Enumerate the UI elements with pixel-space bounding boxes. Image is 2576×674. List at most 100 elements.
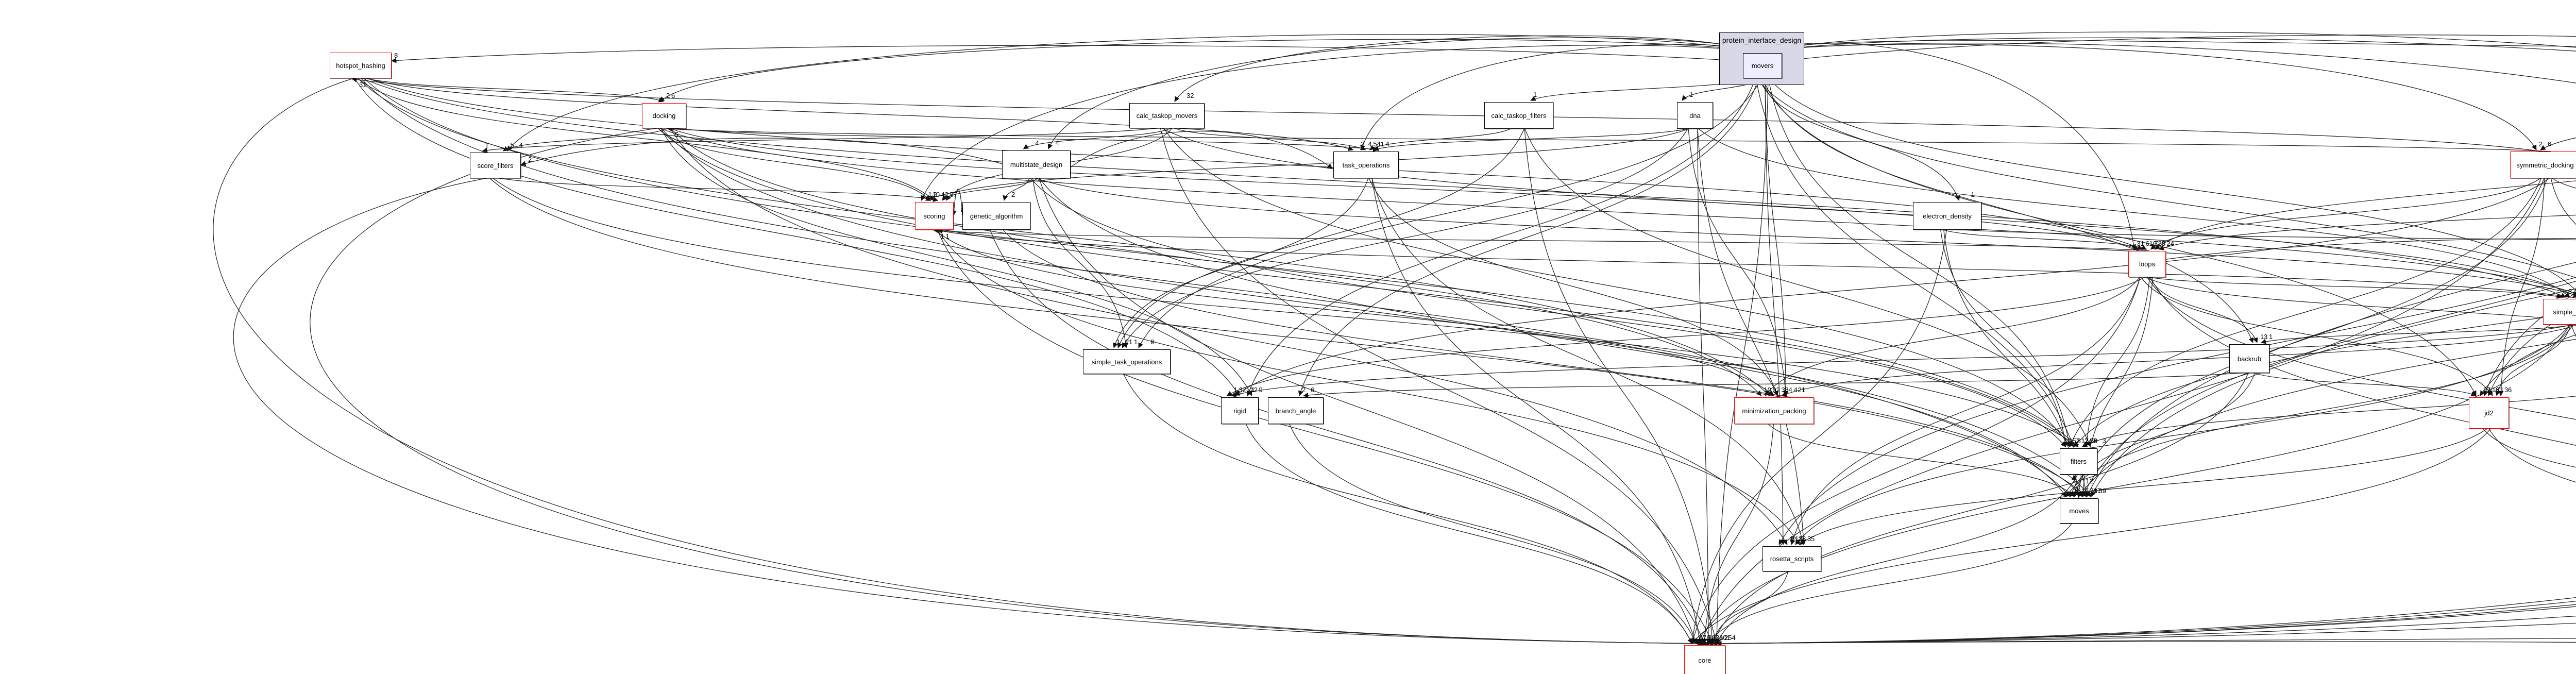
graph-node-filters[interactable]: filters: [2060, 448, 2097, 475]
edge-label-abinitio-to-jd2: 7: [2487, 386, 2490, 394]
edge-topology_broker-to-core: [1712, 600, 2576, 647]
edge-loops-to-evaluation: [2149, 276, 2576, 446]
edge-label-multistate_design-to-genetic_algorithm: 2: [1011, 191, 1015, 198]
edge-docking-to-scoring: [657, 127, 930, 201]
edge-minimization_packing-to-core: [1702, 423, 1774, 644]
edge-label-dna-to-scoring: 1: [928, 191, 932, 198]
edge-label-hotspot_hashing-to-docking: 2: [666, 92, 670, 99]
edge-multistate_design-to-score_filters: [520, 138, 1003, 166]
edge-loops-to-jobdist: [2146, 276, 2576, 420]
graph-node-task_operations[interactable]: task_operations: [1333, 151, 1399, 178]
edge-label-symmetric_docking-to-loops: 28: [2158, 240, 2165, 247]
graph-node-calc_taskop_filters[interactable]: calc_taskop_filters: [1484, 102, 1553, 129]
edge-label-movers-to-minimization_packing: 21: [1798, 386, 1805, 394]
edge-label-movers-to-task_operations: 5: [1374, 140, 1377, 148]
edge-label-movers-to-branch_angle: 2: [1302, 386, 1306, 394]
edge-label-hotspot_hashing-to-simple_moves: 3: [2568, 288, 2572, 295]
graph-node-jd2[interactable]: jd2: [2469, 397, 2509, 429]
graph-node-minimization_packing[interactable]: minimization_packing: [1734, 397, 1814, 424]
graph-node-movers[interactable]: movers: [1743, 53, 1782, 78]
graph-node-loops[interactable]: loops: [2128, 251, 2166, 277]
graph-node-calc_taskop_movers[interactable]: calc_taskop_movers: [1129, 103, 1205, 128]
edge-dna-to-simple_moves: [1697, 127, 2570, 298]
edge-docking-to-rosetta_scripts: [669, 127, 1788, 545]
edge-label-comparative_modeling-to-jd2: 13: [2492, 386, 2499, 394]
edge-calc_taskop_filters-to-filters: [1524, 127, 2091, 447]
edge-rosetta_scripts-to-core: [1711, 570, 1789, 644]
edge-symmetric_docking-to-simple_filters: [2550, 177, 2576, 225]
edge-label-movers-to-moves: 39: [2099, 487, 2106, 495]
edge-label-multistate_design-to-simple_task_operations: 1: [1129, 338, 1132, 346]
edge-label-calc_taskop_movers-to-score_filters: 1: [485, 141, 489, 149]
edge-label-hotspot_hashing-to-rigid: 1: [1251, 386, 1255, 394]
edge-docking-to-moves: [660, 127, 2092, 497]
edge-label-simple_filters-to-filters: 249: [2085, 437, 2096, 445]
edge-rigid-to-core: [1245, 423, 1692, 644]
edge-label-movers-to-simple_task_operations: 9: [1150, 338, 1154, 346]
graph-node-genetic_algorithm[interactable]: genetic_algorithm: [962, 202, 1030, 230]
graph-node-hotspot_hashing[interactable]: hotspot_hashing: [330, 53, 392, 78]
edge-genetic_algorithm-to-moves: [1002, 228, 2083, 497]
graph-node-docking[interactable]: docking: [642, 103, 686, 128]
edge-multistate_design-to-simple_moves: [1032, 177, 2576, 296]
graph-node-dna[interactable]: dna: [1677, 102, 1713, 129]
edge-hotspot_hashing-to-docking: [363, 77, 664, 103]
edge-movers-to-symmetry: [1755, 43, 2576, 83]
edge-symmetric_docking-to-rigid: [1234, 177, 2551, 396]
graph-node-rosetta_scripts[interactable]: rosetta_scripts: [1762, 546, 1821, 571]
edge-label-backrub-to-jd2: 1: [2488, 386, 2492, 394]
edge-label-dna-to-rosetta_scripts: 5: [1811, 535, 1815, 543]
edge-multistate_design-to-simple_task_operations: [1032, 177, 1128, 348]
edge-label-docking-to-loops: 6: [2146, 240, 2149, 247]
graph-node-core[interactable]: core: [1684, 645, 1725, 674]
graph-node-electron_density[interactable]: electron_density: [1913, 202, 1981, 230]
edge-topology_broker-to-moves: [2090, 288, 2576, 497]
graph-node-multistate_design[interactable]: multistate_design: [1002, 150, 1071, 178]
edge-label-movers-to-electron_density: 1: [1971, 191, 1975, 198]
edge-label-loops-to-filters: 8: [2094, 437, 2097, 445]
edge-score_filters-to-scoring: [495, 177, 939, 202]
edge-label-docking-to-score_filters: 5: [511, 141, 514, 149]
edge-label-calc_taskop_movers-to-filters: 8: [2077, 437, 2081, 445]
edge-docking-to-simple_moves: [657, 127, 2576, 294]
edge-label-movers-to-backrub: 1: [2260, 333, 2264, 341]
edge-abinitio-to-core: [1708, 597, 2576, 647]
edge-label-movers-to-dna: 1: [1689, 91, 1693, 98]
edge-forge-to-core: [1716, 604, 2576, 647]
edge-genetic_algorithm-to-core: [989, 228, 1705, 644]
graph-node-symmetric_docking[interactable]: symmetric_docking: [2510, 151, 2576, 178]
edge-multistate_design-to-filters: [1029, 177, 2066, 447]
edge-calc_taskop_movers-to-simple_moves: [1160, 127, 2576, 298]
edge-symmetric_docking-to-filters: [2069, 177, 2542, 447]
edge-movers-to-minimization_packing: [1765, 77, 1789, 396]
edge-label-docking-to-scoring: 10: [933, 191, 940, 198]
edge-label-simple_moves-to-minimization_packing: 4: [1794, 386, 1798, 394]
graph-node-simple_moves[interactable]: simple_moves: [2543, 299, 2576, 325]
edge-loops-to-simple_filters: [2143, 276, 2576, 321]
graph-node-rigid[interactable]: rigid: [1221, 397, 1259, 424]
graph-node-backrub[interactable]: backrub: [2229, 344, 2269, 373]
edge-label-forge-to-loops: 24: [2167, 240, 2174, 247]
edge-label-movers-to-docking: 6: [671, 92, 675, 99]
edge-label-movers-to-multistate_design: 4: [1056, 139, 1059, 147]
graph-node-simple_task_operations[interactable]: simple_task_operations: [1083, 349, 1171, 374]
edge-label-loops-to-scoring: 1: [946, 232, 950, 240]
edge-label-loops-to-backrub: 1: [2269, 333, 2273, 341]
edge-jd2-to-jobdist: [2482, 427, 2576, 468]
edge-label-calc_taskop_movers-to-scoring: 7: [954, 191, 957, 198]
edge-symmetric_docking-to-hotspot_hashing: [351, 77, 2542, 152]
edge-label-movers-to-calc_taskop_filters: 1: [1533, 91, 1537, 98]
graph-node-score_filters[interactable]: score_filters: [470, 153, 521, 178]
graph-node-moves[interactable]: moves: [2060, 498, 2098, 524]
edge-movers-to-hotspot_hashing: [391, 45, 1743, 63]
edge-label-docking-to-minimization_packing: 10: [1764, 386, 1771, 394]
edge-symmetric_docking-to-loops: [2150, 177, 2542, 250]
graph-node-scoring[interactable]: scoring: [915, 202, 954, 230]
edge-jobdist-to-core: [1700, 638, 2576, 647]
edge-scoring-to-rosetta_scripts: [936, 228, 1800, 545]
edge-label-simple_moves-to-backrub: 3: [2264, 333, 2267, 341]
graph-node-branch_angle[interactable]: branch_angle: [1268, 397, 1324, 424]
edge-loops-to-minimization_packing: [1765, 276, 2141, 396]
edge-label-multistate_design-to-filters: 2: [2069, 437, 2072, 445]
